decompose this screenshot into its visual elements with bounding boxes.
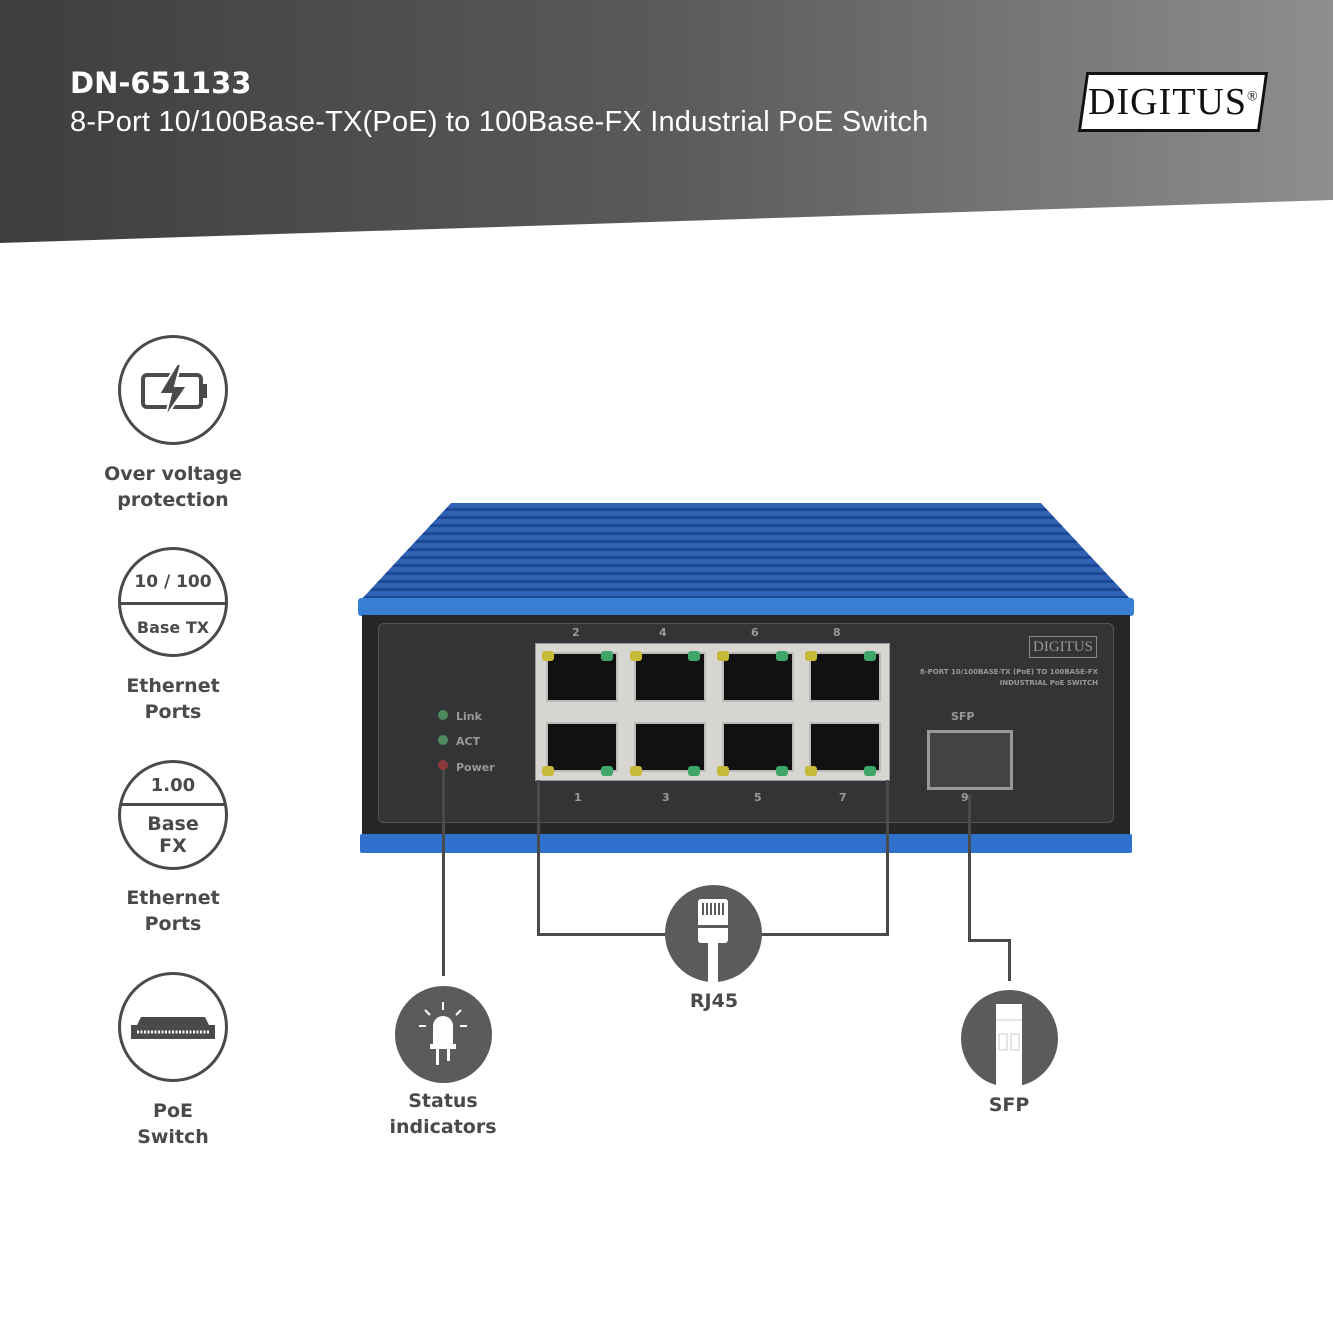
port-number: 8 <box>833 626 841 639</box>
port-led <box>542 766 554 776</box>
port-number: 6 <box>751 626 759 639</box>
ethernet-speed-badge: 10 / 100 Base TX <box>118 547 228 657</box>
port-led <box>717 766 729 776</box>
port-led <box>805 651 817 661</box>
port-number: 9 <box>961 791 969 804</box>
model-number: DN-651133 <box>70 66 252 100</box>
port-led <box>717 651 729 661</box>
rj45-port-1[interactable] <box>546 722 618 772</box>
port-led <box>601 766 613 776</box>
callout-line-status <box>442 770 445 976</box>
faceplate-description: 8-PORT 10/100BASE-TX (PoE) TO 100BASE-FX… <box>919 668 1098 687</box>
rj45-port-7[interactable] <box>809 722 881 772</box>
sfp-label: SFP <box>951 710 975 723</box>
port-led <box>542 651 554 661</box>
port-number: 7 <box>839 791 847 804</box>
callout-label-rj45: RJ45 <box>689 990 739 1012</box>
digitus-logo: DIGITUS® <box>1077 72 1269 132</box>
link-label: Link <box>456 710 482 723</box>
switch-base <box>360 834 1132 853</box>
power-led <box>438 760 448 770</box>
sfp-module-icon <box>961 990 1058 1087</box>
callout-line-sfp <box>968 795 971 942</box>
port-led <box>864 766 876 776</box>
sfp-port-9[interactable] <box>927 730 1013 790</box>
switch-icon <box>118 972 228 1082</box>
port-led <box>630 766 642 776</box>
callout-line-rj45 <box>886 780 889 936</box>
act-label: ACT <box>456 735 481 748</box>
switch-heatsink-top <box>358 503 1134 603</box>
port-led <box>688 766 700 776</box>
callout-line-rj45 <box>537 780 540 936</box>
port-number: 4 <box>659 626 667 639</box>
port-led <box>776 766 788 776</box>
port-number: 1 <box>574 791 582 804</box>
port-led <box>630 651 642 661</box>
callout-line-sfp <box>968 939 1011 942</box>
switch-housing-band <box>358 598 1134 616</box>
act-led <box>438 735 448 745</box>
port-led <box>688 651 700 661</box>
port-number: 5 <box>754 791 762 804</box>
fx-speed-badge: 1.00 Base FX <box>118 760 228 870</box>
rj45-port-3[interactable] <box>634 722 706 772</box>
product-title: 8-Port 10/100Base-TX(PoE) to 100Base-FX … <box>70 106 929 138</box>
led-bulb-icon <box>395 986 492 1083</box>
port-led <box>601 651 613 661</box>
port-number: 2 <box>572 626 580 639</box>
port-led <box>776 651 788 661</box>
port-number: 3 <box>662 791 670 804</box>
link-led <box>438 710 448 720</box>
rj45-plug-icon <box>665 885 762 982</box>
rj45-port-5[interactable] <box>722 722 794 772</box>
callout-line-sfp <box>1008 939 1011 981</box>
faceplate-logo: DIGITUS <box>1029 636 1097 658</box>
rj45-port-block <box>535 643 890 781</box>
port-led <box>805 766 817 776</box>
callout-label-sfp: SFP <box>988 1094 1030 1116</box>
battery-lightning-icon <box>118 335 228 445</box>
port-led <box>864 651 876 661</box>
power-label: Power <box>456 761 495 774</box>
